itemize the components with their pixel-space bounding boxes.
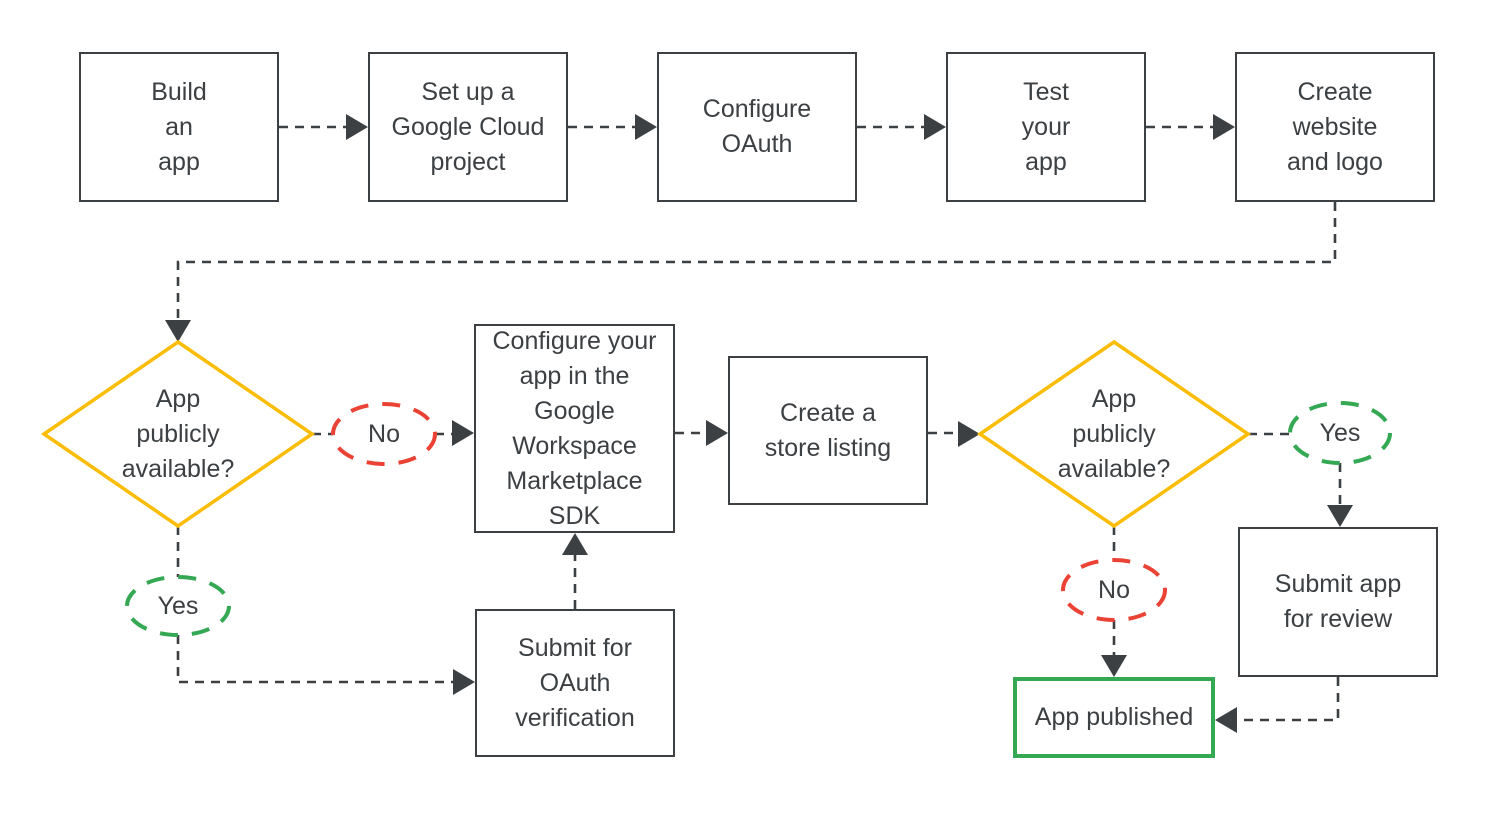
yes1-label: Yes — [157, 591, 199, 620]
arrowhead-icon — [1213, 114, 1235, 140]
node-website-logo: Create website and logo — [1235, 52, 1435, 202]
yes2-oval — [1288, 401, 1392, 465]
arrowhead-icon — [346, 114, 368, 140]
no1-oval — [331, 402, 437, 466]
arrowhead-icon — [1327, 505, 1353, 527]
yes1-oval — [125, 575, 231, 637]
node-test-app: Test your app — [946, 52, 1146, 202]
node-build-app: Build an app — [79, 52, 279, 202]
node-store-listing: Create a store listing — [728, 356, 928, 505]
arrowhead-icon — [1101, 655, 1127, 677]
arrowhead-icon — [706, 420, 728, 446]
node-cloud-project: Set up a Google Cloud project — [368, 52, 568, 202]
decision1-diamond — [40, 339, 316, 529]
node-submit-review: Submit app for review — [1238, 527, 1438, 677]
yes2-label: Yes — [1319, 418, 1361, 447]
arrowhead-icon — [453, 669, 475, 695]
decision2-diamond — [976, 339, 1252, 529]
node-oauth-verification: Submit for OAuth verification — [475, 609, 675, 757]
no2-oval — [1061, 558, 1167, 622]
no1-label: No — [368, 419, 400, 448]
decision1-label: App publicly available? — [121, 384, 235, 483]
arrowhead-icon — [635, 114, 657, 140]
arrowhead-icon — [562, 533, 588, 555]
arrowhead-icon — [1215, 707, 1237, 733]
arrowhead-icon — [452, 420, 474, 446]
arrowhead-icon — [165, 320, 191, 342]
no2-label: No — [1098, 575, 1130, 604]
arrowhead-icon — [924, 114, 946, 140]
node-marketplace-sdk: Configure your app in the Google Workspa… — [474, 324, 675, 533]
connector-website-to-decision1 — [176, 202, 1337, 320]
decision2-label: App publicly available? — [1057, 384, 1171, 483]
node-app-published: App published — [1013, 677, 1215, 758]
arrowhead-icon — [958, 421, 980, 447]
node-configure-oauth: Configure OAuth — [657, 52, 857, 202]
connector-review-to-published — [1237, 677, 1340, 722]
connector-yes-to-verification — [176, 635, 453, 684]
